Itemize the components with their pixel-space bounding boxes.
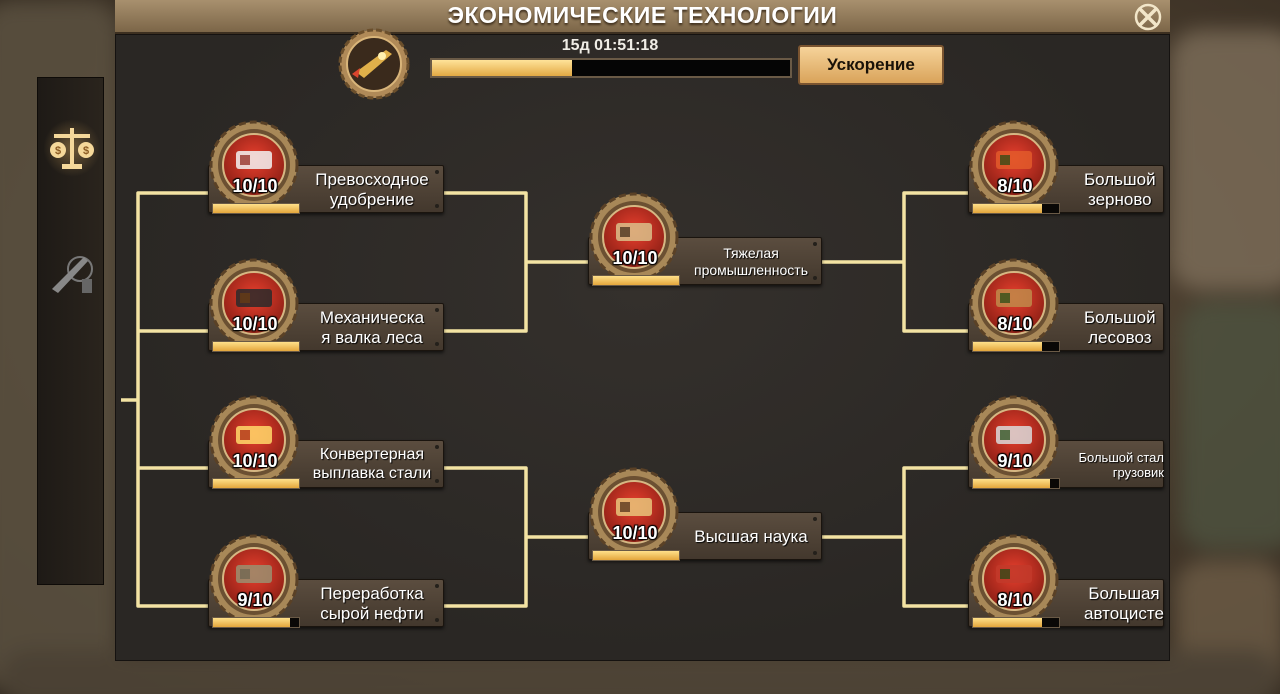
tab-economy[interactable]: $ $	[44, 118, 100, 178]
node-progress-fill	[593, 551, 679, 560]
tanker-truck-icon	[968, 533, 1060, 625]
node-progress-fill	[973, 204, 1042, 213]
svg-text:$: $	[55, 145, 61, 157]
rocket-research-icon	[338, 28, 410, 100]
node-name: Большой стал грузовик	[1078, 449, 1165, 480]
grain-truck-icon	[968, 119, 1060, 211]
timber-truck-icon	[968, 257, 1060, 349]
header-bar: ЭКОНОМИЧЕСКИЕ ТЕХНОЛОГИИ	[115, 0, 1170, 34]
node-level: 9/10	[237, 590, 273, 610]
node-progress-bar	[212, 341, 300, 352]
node-progress-bar	[972, 203, 1060, 214]
economy-scales-icon: $ $	[50, 128, 94, 169]
node-level: 10/10	[232, 451, 278, 471]
node-name: Большая автоцисте	[1084, 583, 1164, 623]
node-progress-bar	[592, 550, 680, 561]
node-progress-fill	[213, 479, 299, 488]
category-sidebar: $ $	[37, 77, 104, 585]
svg-text:$: $	[83, 145, 89, 157]
military-rifle-icon	[52, 256, 93, 293]
fertilizer-icon	[208, 119, 300, 211]
research-progress-fill	[432, 60, 572, 76]
node-level: 10/10	[232, 176, 278, 196]
node-level: 8/10	[997, 590, 1033, 610]
oil-refinery-icon	[208, 533, 300, 625]
node-progress-bar	[212, 203, 300, 214]
node-progress-fill	[213, 342, 299, 351]
close-button[interactable]	[1131, 0, 1165, 34]
node-progress-bar	[212, 478, 300, 489]
node-name: Переработка сырой нефти	[320, 583, 424, 623]
tab-military[interactable]	[44, 243, 100, 303]
node-level: 8/10	[997, 314, 1033, 334]
node-name: Превосходное удобрение	[315, 169, 429, 209]
node-progress-bar	[972, 617, 1060, 628]
node-name: Большой зерново	[1084, 169, 1156, 209]
steel-truck-icon	[968, 394, 1060, 486]
page-title: ЭКОНОМИЧЕСКИЕ ТЕХНОЛОГИИ	[447, 2, 838, 28]
node-progress-fill	[213, 204, 299, 213]
library-icon	[588, 466, 680, 558]
node-name: Тяжелая промышленность	[694, 245, 808, 278]
node-name: Большой лесовоз	[1084, 307, 1156, 347]
node-progress-fill	[973, 479, 1051, 488]
research-timer: 15д 01:51:18	[561, 37, 659, 54]
node-name: Высшая наука	[694, 526, 808, 546]
node-progress-fill	[973, 618, 1042, 627]
node-progress-bar	[592, 275, 680, 286]
node-progress-bar	[972, 478, 1060, 489]
node-name: Механическа я валка леса	[319, 307, 425, 347]
current-research-icon[interactable]	[338, 28, 410, 105]
node-name: Конвертерная выплавка стали	[312, 446, 432, 482]
node-level: 9/10	[997, 451, 1033, 471]
close-icon	[1134, 3, 1162, 31]
node-level: 10/10	[612, 523, 658, 543]
node-progress-bar	[972, 341, 1060, 352]
node-progress-fill	[593, 276, 679, 285]
node-progress-fill	[213, 618, 291, 627]
node-level: 10/10	[232, 314, 278, 334]
speedup-button[interactable]: Ускорение	[798, 45, 944, 85]
node-level: 8/10	[997, 176, 1033, 196]
node-level: 10/10	[612, 248, 658, 268]
tech-tree-connectors	[121, 191, 971, 608]
logging-machine-icon	[208, 257, 300, 349]
converter-furnace-icon	[208, 394, 300, 486]
research-progress-bar	[430, 58, 792, 78]
node-progress-bar	[212, 617, 300, 628]
heavy-industry-icon	[588, 191, 680, 283]
node-progress-fill	[973, 342, 1042, 351]
